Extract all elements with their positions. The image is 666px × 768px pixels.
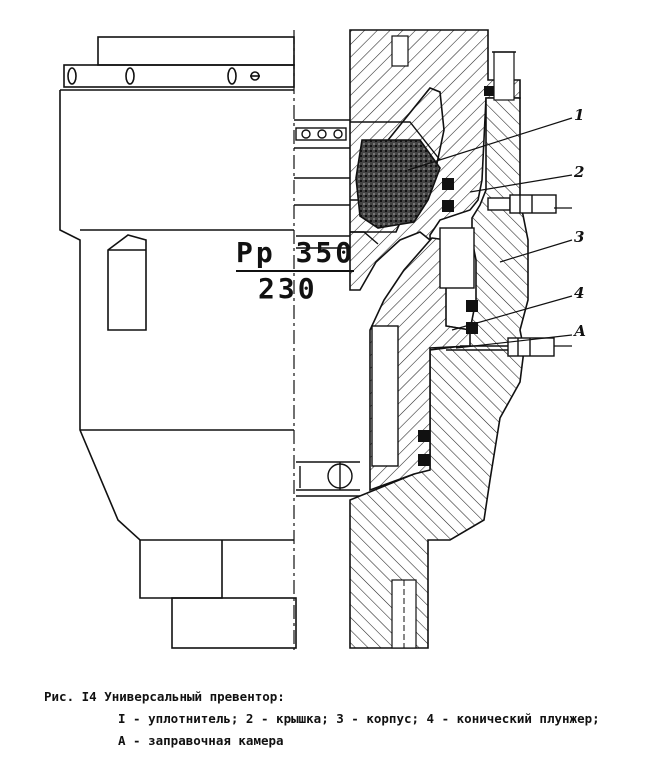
fittings [446, 194, 557, 357]
exterior-view [59, 30, 297, 650]
seal-element [355, 139, 441, 229]
leader-lines [407, 117, 573, 349]
marking-bottom: 230 [258, 272, 318, 305]
callout-1: 1 [574, 106, 585, 124]
callout-2: 2 [574, 163, 585, 181]
caption-line-1: I - уплотнитель; 2 - крышка; 3 - корпус;… [118, 711, 600, 726]
chamber-slot [439, 227, 475, 289]
callout-a: А [574, 322, 587, 340]
marking-divider [236, 270, 354, 272]
o-ring-seals [418, 86, 494, 466]
figure-caption: Рис. I4 Универсальный превентор: I - упл… [44, 686, 654, 752]
preventer-drawing [59, 29, 573, 650]
marking-top: Рр 350 [236, 236, 356, 269]
caption-title: Рис. I4 Универсальный превентор: [44, 689, 285, 704]
plunger-cavity [371, 325, 399, 467]
caption-line-2: А - заправочная камера [118, 733, 284, 748]
callout-4: 4 [574, 284, 585, 302]
callout-3: 3 [574, 228, 585, 246]
cover-section [349, 29, 521, 346]
